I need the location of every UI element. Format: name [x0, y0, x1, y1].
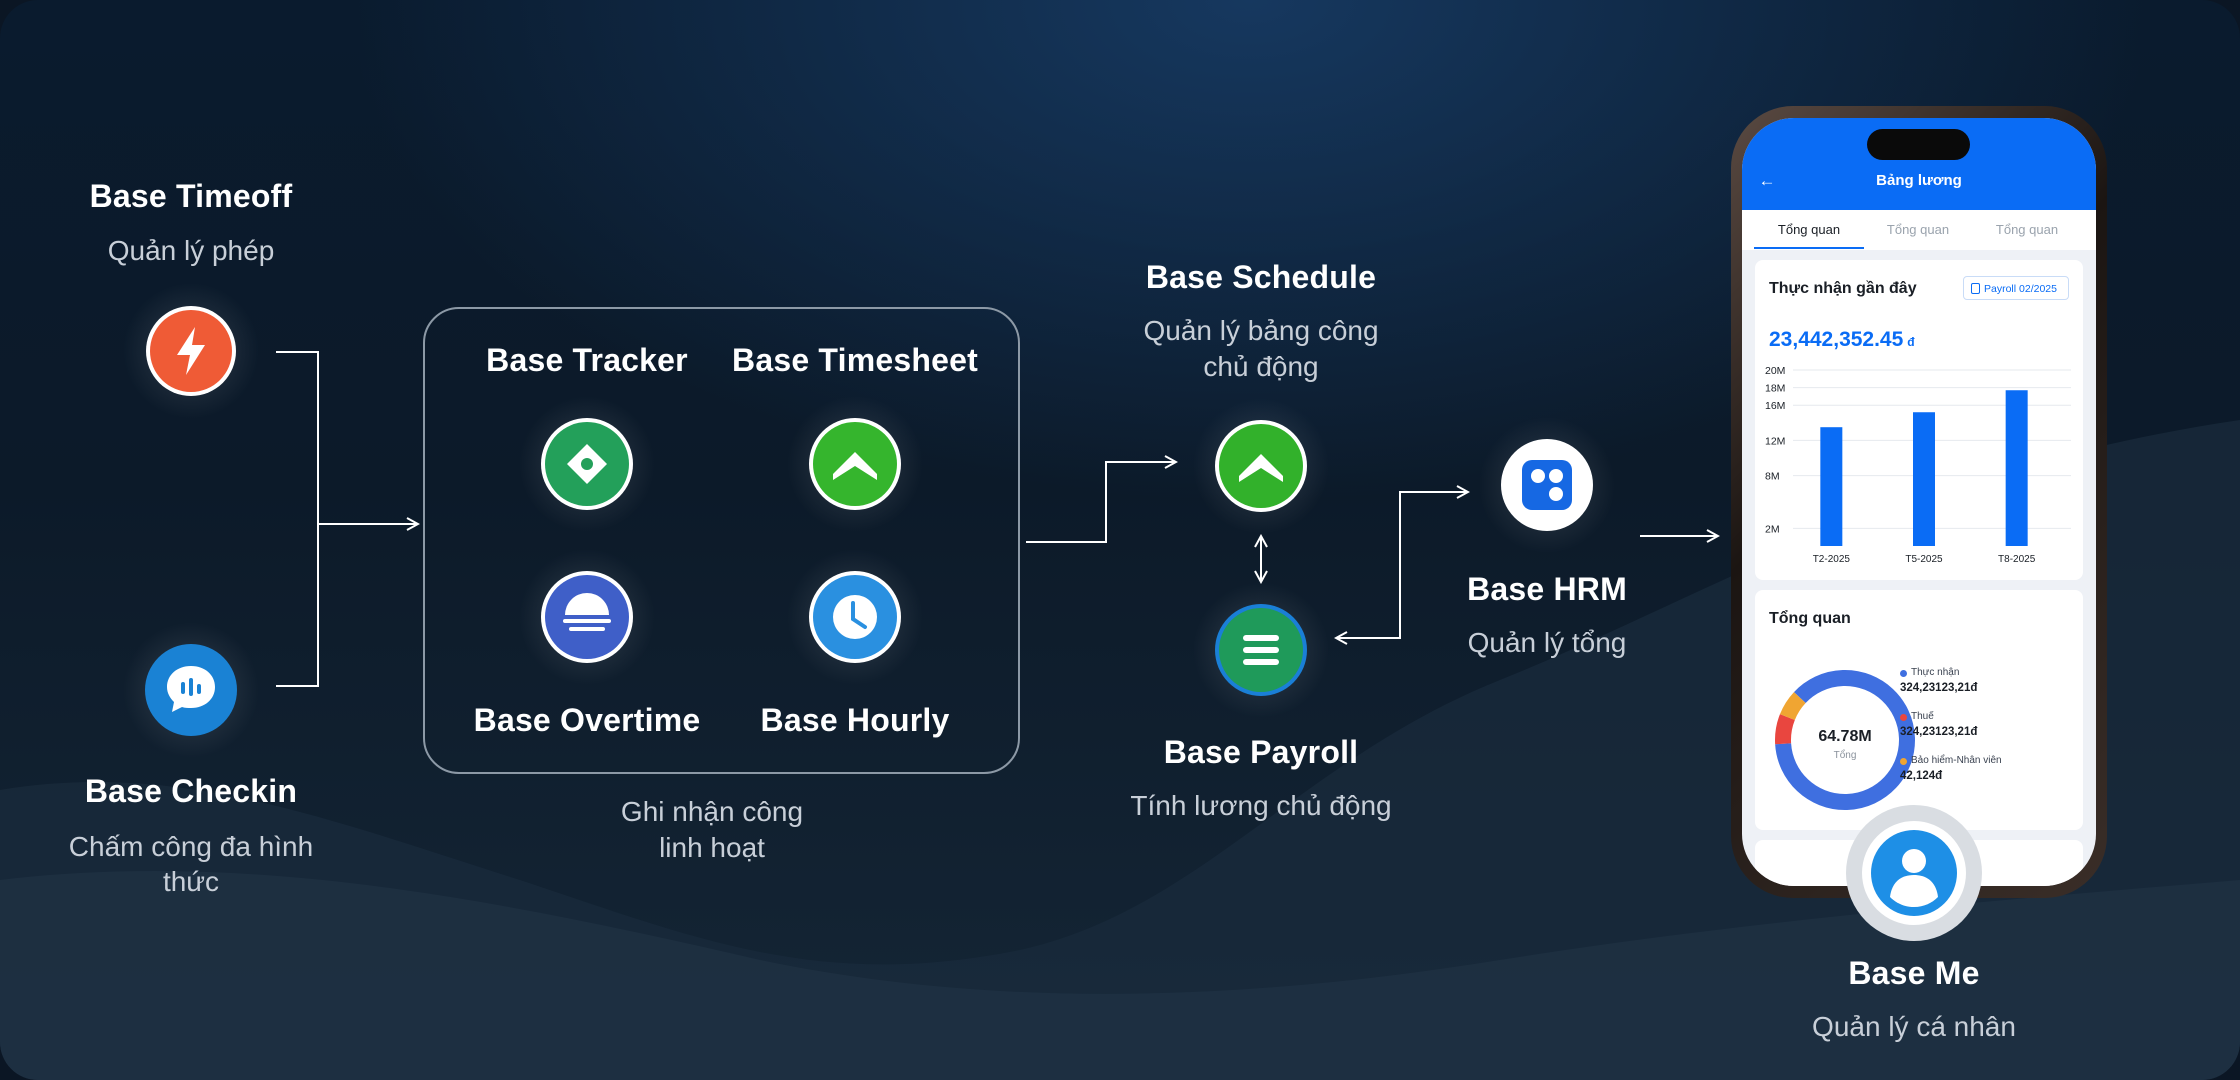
app-header: ← Bảng lương — [1742, 118, 2096, 210]
payroll-period-label: Payroll 02/2025 — [1984, 283, 2057, 295]
group-caption-line2: linh hoạt — [659, 832, 765, 863]
time-capture-group — [423, 307, 1020, 774]
checkin-title: Base Checkin — [84, 773, 298, 809]
donut-slice — [1775, 670, 1915, 810]
group-caption-line1: Ghi nhận công — [620, 796, 804, 827]
tracker-diamond-icon[interactable] — [539, 416, 635, 512]
amount-unit: đ — [1907, 335, 1915, 349]
schedule-title: Base Schedule — [1145, 259, 1377, 295]
amount-value: 23,442,352.45 — [1769, 328, 1904, 351]
legend-label: Thuế — [1911, 711, 1934, 722]
tab-bar: Tổng quan Tổng quan Tổng quan — [1742, 210, 2096, 250]
arrow-hrm-payroll — [1336, 492, 1468, 638]
donut-total-value: 64.78M — [1818, 728, 1872, 745]
schedule-chevron-icon[interactable] — [1213, 418, 1309, 514]
y-tick-label: 12M — [1765, 435, 1785, 447]
arrow-group-to-schedule — [1026, 462, 1176, 543]
y-tick-label: 18M — [1765, 383, 1785, 395]
overtime-title: Base Overtime — [473, 702, 701, 738]
donut-total-label: Tổng — [1833, 750, 1857, 761]
payroll-subtitle: Tính lương chủ động — [1130, 790, 1392, 821]
overview-title: Tổng quan — [1769, 610, 1851, 627]
schedule-subtitle-line1: Quản lý bảng công — [1143, 315, 1379, 346]
hrm-title: Base HRM — [1467, 571, 1627, 607]
legend-dot — [1900, 714, 1907, 721]
tab-overview-3[interactable]: Tổng quan — [1995, 222, 2059, 237]
timeoff-subtitle: Quản lý phép — [107, 235, 275, 266]
pay-donut-chart — [1775, 670, 1915, 810]
database-icon — [1971, 283, 1980, 294]
schedule-subtitle-line2: chủ động — [1203, 351, 1319, 382]
legend-value: 324,23123,21đ — [1900, 726, 1978, 738]
donut-center: 64.78M Tổng — [1775, 670, 1915, 810]
payroll-title: Base Payroll — [1163, 734, 1359, 770]
overview-card: Tổng quan 64.78M Tổng Thực nhận 324,23123… — [1755, 590, 2083, 830]
legend-dot — [1900, 670, 1907, 677]
me-title: Base Me — [1848, 955, 1980, 991]
x-tick-label: T2-2025 — [1813, 554, 1851, 565]
bar — [1820, 427, 1843, 546]
pay-bar-chart: 2M 8M 12M 16M 18M 20M T2-2025 T5-2025 T8-2025 — [1765, 365, 2071, 565]
y-tick-label: 20M — [1765, 365, 1785, 377]
legend-dot — [1900, 758, 1907, 765]
y-tick-label: 16M — [1765, 400, 1785, 412]
recent-pay-title: Thực nhận gần đây — [1769, 280, 1917, 297]
legend-label: Thực nhận — [1911, 667, 1960, 678]
hourly-title: Base Hourly — [760, 702, 950, 738]
active-tab-indicator — [1754, 247, 1864, 249]
hrm-subtitle: Quản lý tổng — [1467, 627, 1627, 658]
recent-pay-card: Thực nhận gần đây Payroll 02/2025 23,442… — [1755, 260, 2083, 580]
background-hill-back — [0, 871, 2240, 1080]
payroll-menu-icon[interactable] — [1213, 602, 1309, 698]
me-person-icon[interactable] — [1844, 803, 1984, 943]
legend-label: Bảo hiểm-Nhân viên — [1911, 755, 2002, 766]
background-hill — [0, 420, 2240, 1080]
legend-value: 324,23123,21đ — [1900, 682, 1978, 694]
bar — [2005, 390, 2028, 546]
checkin-chat-icon[interactable] — [143, 642, 239, 738]
me-subtitle: Quản lý cá nhân — [1812, 1011, 2016, 1042]
checkin-subtitle-line2: thức — [162, 866, 220, 897]
arrow-left-icon[interactable]: ← — [1758, 171, 1776, 190]
phone-screen: ← Bảng lương Tổng quan Tổng quan Tổng qu… — [1742, 118, 2096, 886]
payroll-period-select[interactable]: Payroll 02/2025 — [1963, 276, 2069, 300]
legend-value: 42,124đ — [1900, 770, 1943, 782]
hrm-dice-icon[interactable] — [1499, 437, 1595, 533]
tracker-title: Base Tracker — [486, 342, 688, 378]
overtime-sunset-icon[interactable] — [539, 569, 635, 665]
checkin-subtitle-line1: Chấm công đa hình — [68, 831, 314, 862]
y-tick-label: 8M — [1765, 471, 1780, 483]
app-title: Bảng lương — [1876, 172, 1962, 189]
y-tick-label: 2M — [1765, 523, 1780, 535]
tab-overview-1[interactable]: Tổng quan — [1777, 222, 1841, 237]
hourly-clock-icon[interactable] — [807, 569, 903, 665]
dynamic-island — [1867, 129, 1970, 160]
x-tick-label: T8-2025 — [1998, 554, 2036, 565]
timesheet-title: Base Timesheet — [732, 342, 978, 378]
lightning-icon[interactable] — [143, 303, 239, 399]
timesheet-chevron-icon[interactable] — [807, 416, 903, 512]
bar — [1913, 412, 1935, 546]
timeoff-title: Base Timeoff — [89, 178, 293, 214]
phone-mockup: ← Bảng lương Tổng quan Tổng quan Tổng qu… — [1731, 106, 2107, 898]
connector-timeoff-checkin — [276, 351, 319, 687]
tab-overview-2[interactable]: Tổng quan — [1886, 222, 1950, 237]
x-tick-label: T5-2025 — [1905, 554, 1943, 565]
